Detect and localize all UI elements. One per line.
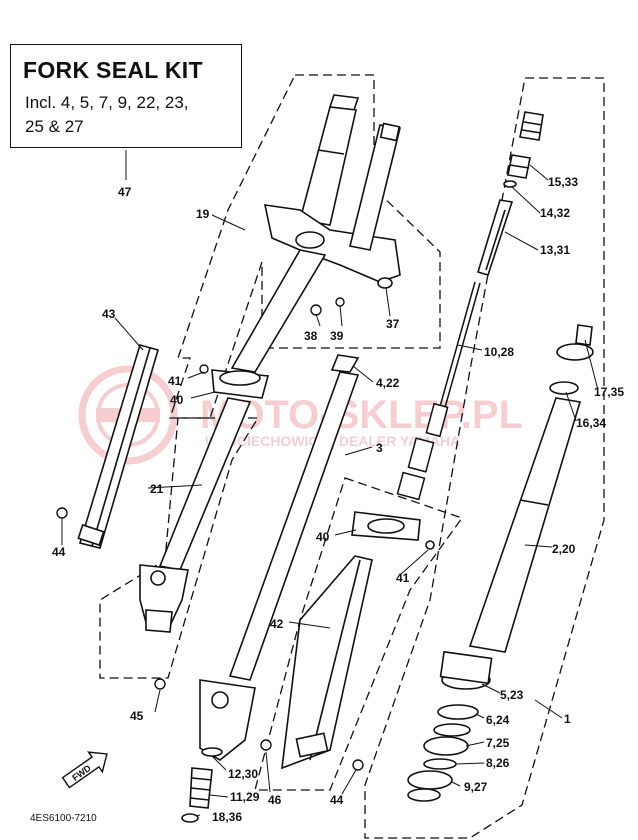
- callout-15-33: 15,33: [548, 175, 578, 189]
- callout-41-lower: 41: [396, 571, 410, 585]
- left-fork-guard: [77, 344, 159, 549]
- callout-44-right: 44: [330, 793, 344, 807]
- left-fork-assembly: [139, 94, 401, 633]
- inner-tube-3: [181, 354, 360, 823]
- watermark-brand: MOTO-SKLEP.PL: [200, 393, 523, 437]
- callout-16-34: 16,34: [576, 416, 606, 430]
- callout-38: 38: [304, 329, 318, 343]
- right-fork-assembly: [407, 111, 594, 802]
- callout-14-32: 14,32: [540, 206, 570, 220]
- callout-19: 19: [196, 207, 210, 221]
- callout-10-28: 10,28: [484, 345, 514, 359]
- forward-arrow-icon: FWD: [61, 751, 108, 789]
- callout-2-20: 2,20: [552, 542, 576, 556]
- callout-17-35: 17,35: [594, 385, 624, 399]
- watermark: MOTO-SKLEP.PL WOJCIECHOWICZ | DEALER YAM…: [78, 365, 523, 465]
- callout-43: 43: [102, 307, 116, 321]
- callout-9-27: 9,27: [464, 780, 488, 794]
- callout-3: 3: [376, 441, 383, 455]
- callout-12-30: 12,30: [228, 767, 258, 781]
- leader-lines: [61, 150, 599, 817]
- callout-labels: 47 19 43 38 39 37 41 40 4,22 3 21 44 40 …: [52, 175, 624, 824]
- callout-40-upper: 40: [170, 393, 184, 407]
- callout-46: 46: [268, 793, 282, 807]
- callout-40-lower: 40: [316, 530, 330, 544]
- kit-title: FORK SEAL KIT: [23, 57, 203, 83]
- callout-39: 39: [330, 329, 344, 343]
- callout-7-25: 7,25: [486, 736, 510, 750]
- callout-41-upper: 41: [168, 374, 182, 388]
- callout-18-36: 18,36: [212, 810, 242, 824]
- callout-13-31: 13,31: [540, 243, 570, 257]
- kit-contents-line-2: 25 & 27: [25, 117, 84, 136]
- callout-21: 21: [150, 482, 164, 496]
- group-outlines: [99, 74, 605, 839]
- callout-11-29: 11,29: [230, 790, 260, 804]
- callout-44-left: 44: [52, 545, 66, 559]
- fasteners: [56, 297, 364, 771]
- damper-rod: [396, 281, 481, 501]
- outline-right-fork-group: [364, 77, 605, 839]
- lower-guard-assembly: [281, 511, 435, 770]
- callout-47: 47: [118, 185, 132, 199]
- callout-1: 1: [564, 712, 571, 726]
- kit-contents-line-1: Incl. 4, 5, 7, 9, 22, 23,: [25, 93, 189, 112]
- callout-45: 45: [130, 709, 144, 723]
- callout-4-22: 4,22: [376, 376, 400, 390]
- callout-42: 42: [270, 617, 284, 631]
- callout-8-26: 8,26: [486, 756, 510, 770]
- callout-5-23: 5,23: [500, 688, 524, 702]
- callout-37: 37: [386, 317, 400, 331]
- callout-6-24: 6,24: [486, 713, 510, 727]
- drawing-code: 4ES6100-7210: [30, 813, 97, 824]
- fork-seal-kit-box: FORK SEAL KIT Incl. 4, 5, 7, 9, 22, 23, …: [10, 44, 242, 148]
